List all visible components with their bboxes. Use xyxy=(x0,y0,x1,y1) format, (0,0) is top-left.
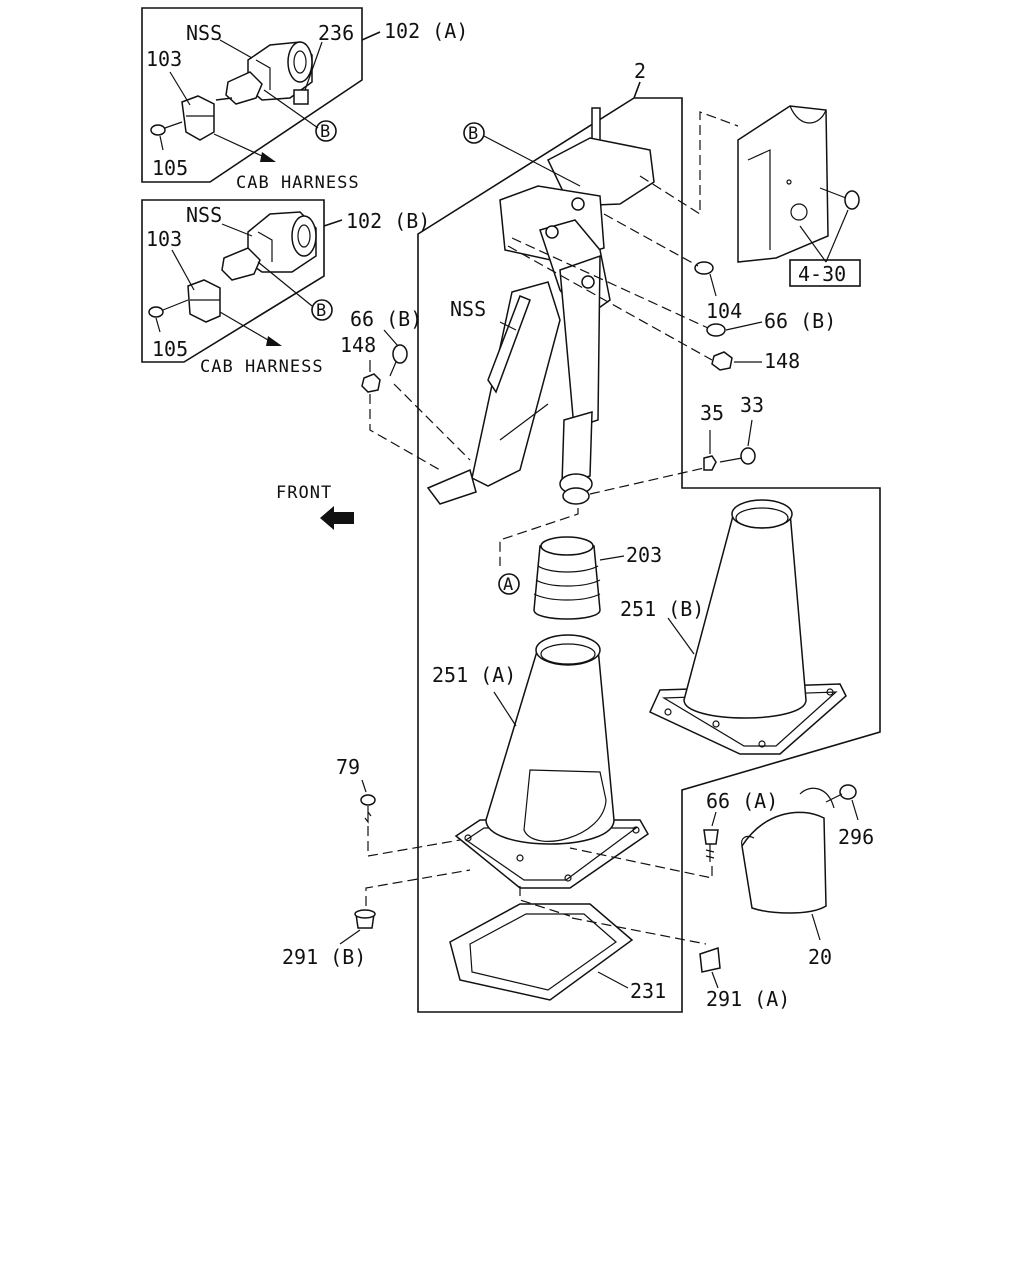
nut-148-left xyxy=(361,373,381,393)
label-66b-left: 66 (B) xyxy=(350,307,422,331)
label-103-a: 103 xyxy=(146,47,182,71)
label-103-b: 103 xyxy=(146,227,182,251)
bolt-105-a xyxy=(150,121,183,136)
switch-assembly-b xyxy=(221,211,317,281)
label-296: 296 xyxy=(838,825,874,849)
label-4-30: 4-30 xyxy=(798,262,846,286)
label-cab-harness-a: CAB HARNESS xyxy=(236,173,360,193)
boot-251b xyxy=(649,499,847,755)
marker-b-main: B xyxy=(468,124,479,144)
label-102a: 102 (A) xyxy=(384,19,468,43)
cover-bracket xyxy=(737,105,829,263)
label-35: 35 xyxy=(700,401,724,425)
sensor-103-b xyxy=(187,279,221,323)
label-cab-harness-b: CAB HARNESS xyxy=(200,357,324,377)
marker-b-inset-b: B xyxy=(316,301,327,321)
label-104: 104 xyxy=(706,299,742,323)
label-291a: 291 (A) xyxy=(706,987,790,1011)
bolt-296 xyxy=(825,784,857,803)
label-105-b: 105 xyxy=(152,337,188,361)
label-251b: 251 (B) xyxy=(620,597,704,621)
label-nss-inset-a: NSS xyxy=(186,21,222,45)
screw-79 xyxy=(360,794,376,824)
label-79: 79 xyxy=(336,755,360,779)
bolt-66b-right xyxy=(511,237,726,337)
label-231: 231 xyxy=(630,979,666,1003)
label-105-a: 105 xyxy=(152,156,188,180)
bolt-105-b xyxy=(148,299,189,318)
label-148-left: 148 xyxy=(340,333,376,357)
inset-102b: B NSS 102 (B) 103 105 CAB HARNESS xyxy=(141,199,430,377)
label-236: 236 xyxy=(318,21,354,45)
bolt-66b-left xyxy=(389,344,408,377)
label-291b: 291 (B) xyxy=(282,945,366,969)
ref-box-4-30 xyxy=(789,259,861,287)
nut-148-right xyxy=(507,245,733,371)
marker-a-bottom: A xyxy=(503,575,514,595)
label-nss-main: NSS xyxy=(450,297,486,321)
front-arrow-icon xyxy=(320,506,354,530)
boot-203 xyxy=(533,536,601,620)
switch-assembly-a xyxy=(225,41,313,105)
shift-lever-assembly xyxy=(499,107,655,505)
label-66a: 66 (A) xyxy=(706,789,778,813)
label-102b: 102 (B) xyxy=(346,209,430,233)
nut-35 xyxy=(703,455,717,471)
label-33: 33 xyxy=(740,393,764,417)
label-203: 203 xyxy=(626,543,662,567)
bolt-66a xyxy=(703,829,719,862)
bolt-33 xyxy=(719,447,756,465)
clip-291a xyxy=(699,946,721,973)
inset-102a: B NSS 236 102 (A) 103 105 CAB HARNESS xyxy=(141,7,468,193)
label-2: 2 xyxy=(634,59,646,83)
sensor-103-a xyxy=(181,95,215,141)
label-front: FRONT xyxy=(276,483,332,503)
label-20: 20 xyxy=(808,945,832,969)
label-251a: 251 (A) xyxy=(432,663,516,687)
bolt-104 xyxy=(603,213,714,275)
label-66b-right: 66 (B) xyxy=(764,309,836,333)
bolt-cover xyxy=(819,187,860,210)
clip-291b xyxy=(354,909,376,929)
label-148-right: 148 xyxy=(764,349,800,373)
boot-251a xyxy=(454,634,649,889)
label-nss-inset-b: NSS xyxy=(186,203,222,227)
bracket-nss xyxy=(426,281,561,505)
gasket-231 xyxy=(449,903,634,1001)
cover-20 xyxy=(741,787,835,914)
marker-b-inset-a: B xyxy=(320,122,331,142)
assembly-boundary xyxy=(417,97,881,1013)
